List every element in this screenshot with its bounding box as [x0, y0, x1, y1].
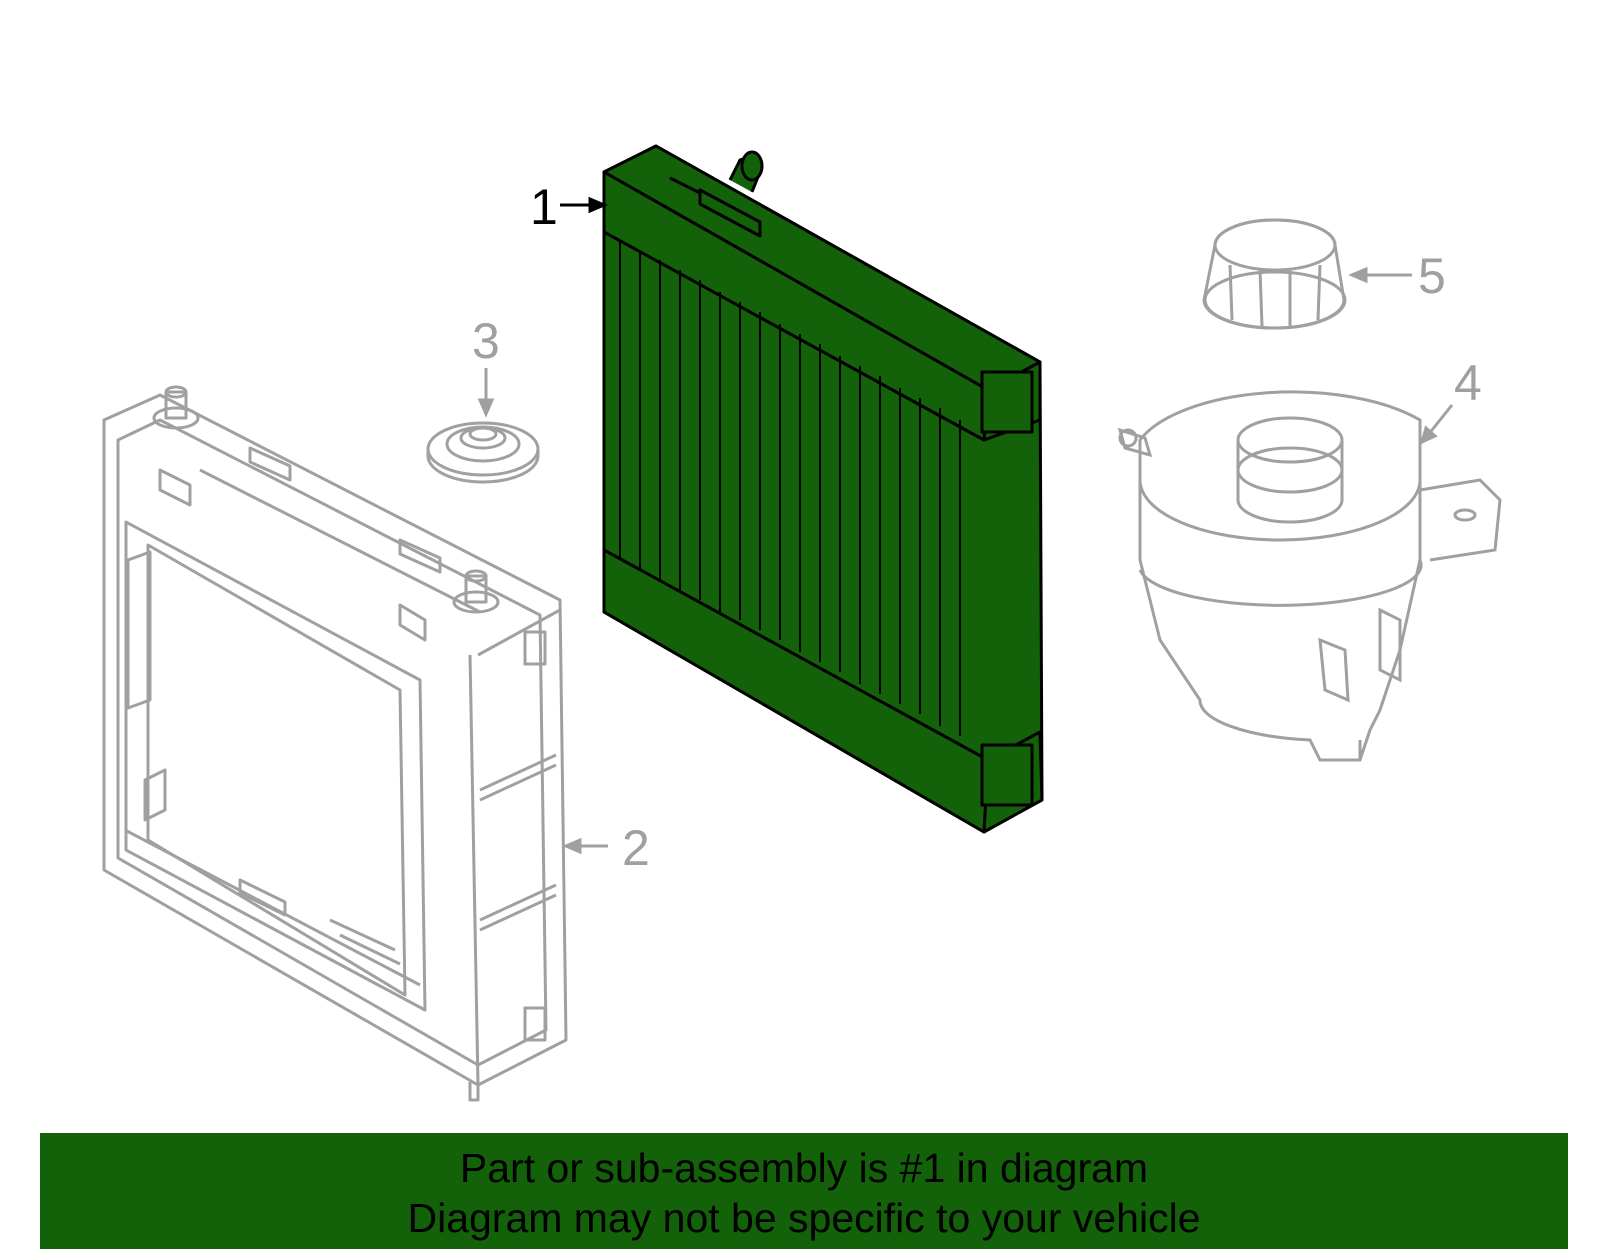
leader-arrow-1 [560, 196, 608, 214]
callout-2: 2 [622, 820, 650, 876]
callout-5: 5 [1418, 248, 1446, 304]
leader-arrow-5 [1348, 266, 1412, 284]
part-3-grommet [426, 421, 540, 484]
part-2-radiator-frame [102, 385, 568, 1102]
part-1-radiator [602, 144, 1044, 834]
callout-4: 4 [1454, 355, 1482, 411]
leader-arrows [477, 196, 1454, 855]
leader-arrow-4 [1419, 404, 1454, 445]
leader-arrow-3 [477, 368, 495, 418]
parts-diagram: 1 2 3 4 5 [102, 144, 1502, 1102]
banner-line-disclaimer: Diagram may not be specific to your vehi… [407, 1195, 1201, 1241]
callout-1: 1 [530, 179, 558, 235]
part-5-cap [1202, 218, 1347, 330]
callout-3: 3 [472, 313, 500, 369]
leader-arrow-2 [562, 837, 608, 855]
info-banner: Part or sub-assembly is #1 in diagram Di… [40, 1133, 1568, 1249]
part-4-expansion-tank [1117, 390, 1502, 762]
banner-line-part-number: Part or sub-assembly is #1 in diagram [459, 1145, 1149, 1191]
